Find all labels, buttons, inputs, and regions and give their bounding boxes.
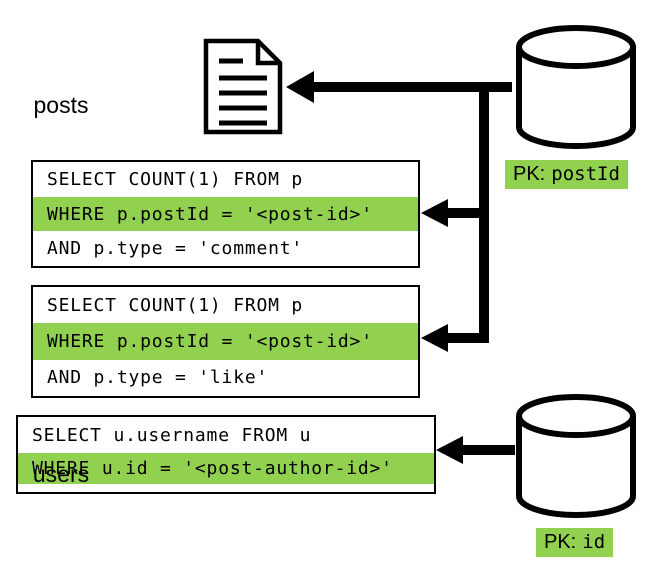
pk-label: PK: [544,531,577,553]
query-box-like-count: SELECT COUNT(1) FROM p WHERE p.postId = … [31,285,420,398]
query-box-comment-count: SELECT COUNT(1) FROM p WHERE p.postId = … [31,160,420,268]
users-pk-badge: PK:id [536,528,614,557]
pk-label: PK: [513,163,546,185]
pk-value: postId [551,163,620,185]
users-db-label: users [32,461,90,487]
arrow-users-to-author-query [436,436,515,464]
posts-db-label: posts [33,92,89,118]
sql-line: SELECT COUNT(1) FROM p [47,294,304,316]
posts-db-cylinder [516,25,636,149]
sql-line-highlighted: WHERE p.postId = '<post-id>' [33,323,418,360]
document-icon [203,38,283,135]
sql-line-highlighted: WHERE p.postId = '<post-id>' [33,196,418,232]
pk-value: id [582,531,606,553]
arrow-posts-to-document [286,71,512,103]
sql-line: SELECT u.username FROM u [32,424,312,446]
query-box-filler [18,484,434,492]
posts-pk-badge: PK:postId [505,160,628,189]
sql-line: AND p.type = 'like' [47,367,269,389]
sql-line: AND p.type = 'comment' [47,238,304,260]
users-db-cylinder [516,394,636,518]
query-box-author-username: SELECT u.username FROM u WHERE u.id = '<… [16,415,436,494]
sql-line: SELECT COUNT(1) FROM p [47,168,304,190]
arrow-posts-to-like-query [421,324,489,352]
arrow-posts-to-comment-query [421,199,489,227]
sql-line-highlighted: WHERE u.id = '<post-author-id>' [18,453,434,484]
